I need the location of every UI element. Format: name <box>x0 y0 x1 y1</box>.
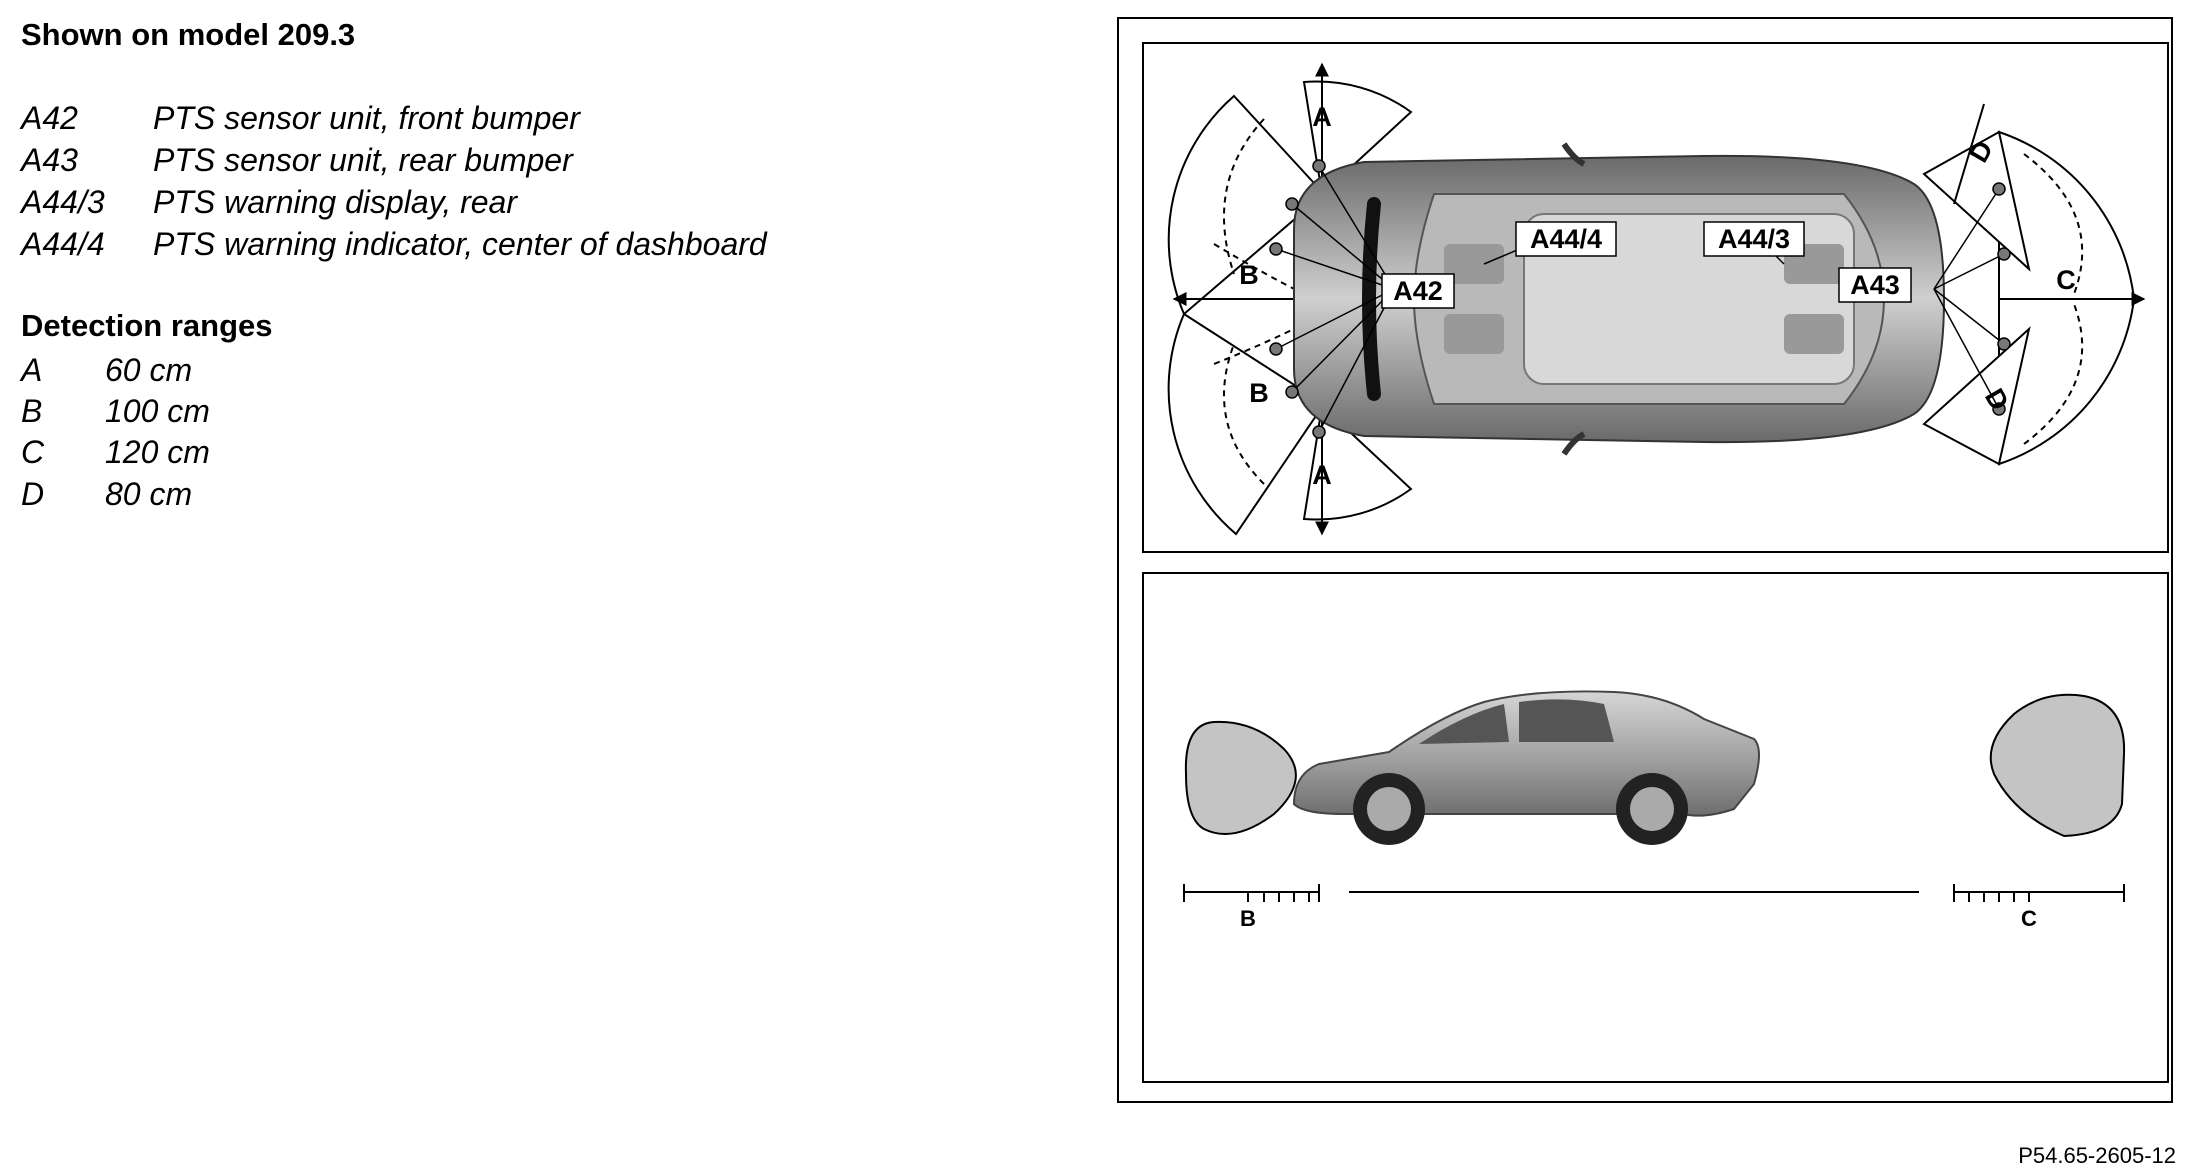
range-zone: C <box>21 434 45 470</box>
range-zone: A <box>21 352 43 388</box>
range-value: 100 cm <box>105 393 210 429</box>
zone-d-lower <box>1922 326 2031 466</box>
rear-detection-lobe <box>1989 693 2126 838</box>
side-view-diagram: B C <box>1183 690 2126 931</box>
legend-row: A44/4 PTS warning indicator, center of d… <box>21 226 767 263</box>
zone-a-bottom <box>1302 403 1413 521</box>
legend-code: A42 <box>21 100 78 136</box>
zone-label-c: C <box>2056 265 2076 295</box>
sensor-icons <box>1269 159 2011 439</box>
zone-c-lower <box>1998 298 2136 466</box>
zone-label-c-side: C <box>2021 906 2037 931</box>
figure-reference: P54.65-2605-12 <box>2018 1143 2176 1168</box>
zone-d-upper <box>1922 130 2031 272</box>
car-top-view <box>1293 142 1946 456</box>
range-zone: D <box>21 476 45 512</box>
label-a42: A42 <box>1393 276 1443 306</box>
legend-description: PTS warning indicator, center of dashboa… <box>153 226 767 262</box>
legend-description: PTS sensor unit, rear bumper <box>153 142 573 178</box>
zone-c-upper <box>1998 130 2136 300</box>
side-view-panel: B C <box>1142 572 2169 1083</box>
legend-description: PTS sensor unit, front bumper <box>153 100 580 136</box>
range-zone: B <box>21 393 43 429</box>
top-view-panel: A42 A44/4 A44/3 A43 A A B B C D D <box>1142 42 2169 553</box>
range-row: B 100 cm <box>21 393 210 430</box>
legend-code: A44/3 <box>21 184 105 220</box>
legend-code: A43 <box>21 142 78 178</box>
legend-row: A44/3 PTS warning display, rear <box>21 184 517 221</box>
range-value: 60 cm <box>105 352 193 388</box>
label-a44-4: A44/4 <box>1530 224 1602 254</box>
model-heading: Shown on model 209.3 <box>21 17 356 52</box>
zone-label-a-top: A <box>1312 102 1332 132</box>
figure-frame <box>1117 17 2173 1103</box>
side-view-labels: B C <box>1240 906 2037 931</box>
legend-code: A44/4 <box>21 226 105 262</box>
top-view-labels: A42 A44/4 A44/3 A43 A A B B C D D <box>1239 102 2076 490</box>
range-value: 80 cm <box>105 476 193 512</box>
zone-b-lower <box>1167 312 1326 536</box>
zone-label-a-bottom: A <box>1312 460 1332 490</box>
label-a44-3: A44/3 <box>1718 224 1790 254</box>
front-detection-zones <box>1167 80 1413 536</box>
rear-detection-zones <box>1922 130 2136 466</box>
top-view-diagram: A42 A44/4 A44/3 A43 A A B B C D D <box>1167 62 2146 536</box>
rear-dashed-arcs <box>2023 153 2084 445</box>
legend-row: A42 PTS sensor unit, front bumper <box>21 100 580 137</box>
car-side-view <box>1292 690 1760 845</box>
range-row: D 80 cm <box>21 476 192 513</box>
legend-description: PTS warning display, rear <box>153 184 517 220</box>
zone-label-b-lower: B <box>1249 378 1269 408</box>
zone-label-b-side: B <box>1240 906 1256 931</box>
range-value: 120 cm <box>105 434 210 470</box>
legend-row: A43 PTS sensor unit, rear bumper <box>21 142 573 179</box>
range-row: C 120 cm <box>21 434 210 471</box>
zone-a-top <box>1302 80 1413 196</box>
label-a43: A43 <box>1850 270 1900 300</box>
ground-scales <box>1183 884 2125 902</box>
ranges-heading: Detection ranges <box>21 308 273 343</box>
front-detection-lobe <box>1184 720 1297 835</box>
range-row: A 60 cm <box>21 352 192 389</box>
zone-label-b-upper: B <box>1239 260 1259 290</box>
